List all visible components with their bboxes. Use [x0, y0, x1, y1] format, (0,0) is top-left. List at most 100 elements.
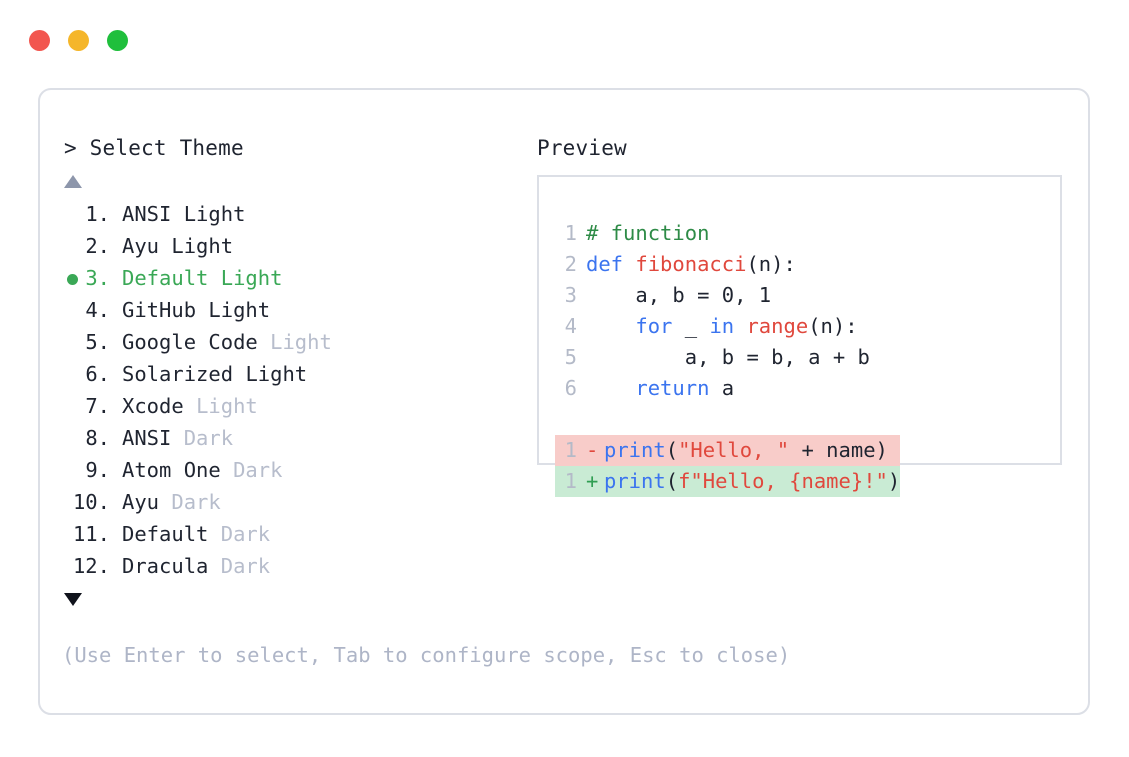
- code-line: 6 return a: [555, 373, 900, 404]
- window-traffic-lights: [29, 30, 128, 51]
- line-number: 3: [564, 283, 577, 307]
- code-line-removed: 1-print("Hello, " + name): [555, 435, 901, 466]
- theme-variant: Dark: [233, 458, 283, 482]
- theme-list-item[interactable]: 9. Atom One Dark: [64, 454, 504, 486]
- line-number: 6: [564, 376, 577, 400]
- theme-name: Dracula: [122, 554, 209, 578]
- code-token-plain: _: [684, 314, 710, 338]
- theme-variant: Dark: [220, 522, 271, 546]
- spacer: [171, 198, 183, 230]
- preview-panel: 1# function 2 def fibonacci (n): 3 a, b = 0,…: [537, 175, 1062, 497]
- spacer: [196, 294, 208, 326]
- maximize-button[interactable]: [107, 30, 128, 51]
- theme-list-item[interactable]: 3. Default Light: [64, 262, 504, 294]
- theme-index: 9.: [85, 458, 110, 482]
- keyboard-hint: (Use Enter to select, Tab to configure s…: [62, 643, 791, 667]
- code-line-added: 1+print(f"Hello, {name}!"): [555, 466, 901, 497]
- spacer: [221, 454, 233, 486]
- theme-variant: Light: [171, 234, 234, 258]
- theme-index: 12.: [72, 554, 110, 578]
- theme-variant: Dark: [220, 554, 271, 578]
- theme-index: 7.: [85, 394, 110, 418]
- diff-minus-marker: -: [586, 438, 599, 462]
- spacer: [171, 422, 183, 454]
- triangle-up-icon[interactable]: [64, 175, 82, 188]
- code-token-plain: + name): [789, 438, 888, 462]
- theme-list-item[interactable]: 2.Ayu Light: [64, 230, 504, 262]
- theme-variant: Light: [245, 362, 308, 386]
- code-line: 1# function: [555, 218, 900, 249]
- code-token-string: "Hello, ": [678, 438, 790, 462]
- theme-name: Ayu: [122, 490, 160, 514]
- code-token-plain: [586, 376, 635, 400]
- code-token-plain: [586, 314, 635, 338]
- theme-variant: Light: [220, 266, 283, 290]
- theme-list-item[interactable]: 7. Xcode Light: [64, 390, 504, 422]
- line-number: 1: [564, 221, 577, 245]
- line-number: 5: [564, 345, 577, 369]
- minimize-button[interactable]: [68, 30, 89, 51]
- theme-name: Xcode: [122, 394, 184, 418]
- code-token-plain: (n):: [808, 314, 858, 338]
- theme-variant: Light: [270, 330, 332, 354]
- theme-name: Default: [122, 522, 209, 546]
- theme-index: 1.: [85, 202, 110, 226]
- theme-name: ANSI: [122, 426, 172, 450]
- spacer: [258, 326, 270, 358]
- theme-list-item[interactable]: 8. ANSI Dark: [64, 422, 504, 454]
- theme-index: 11.: [72, 522, 110, 546]
- theme-index: 10.: [72, 490, 110, 514]
- line-number: 1: [564, 469, 577, 493]
- page-title: > Select Theme: [64, 136, 244, 160]
- code-token-plain: a, b = 0, 1: [586, 283, 772, 307]
- theme-list-item[interactable]: 6.Solarized Light: [64, 358, 504, 390]
- diff-plus-marker: +: [586, 469, 599, 493]
- theme-variant: Light: [183, 202, 246, 226]
- theme-name: Solarized: [122, 362, 234, 386]
- theme-name: Atom One: [122, 458, 221, 482]
- code-token-keyword: return: [635, 376, 722, 400]
- theme-index: 2.: [85, 234, 110, 258]
- spacer: [184, 390, 196, 422]
- code-preview: 1# function 2 def fibonacci (n): 3 a, b = 0,…: [555, 218, 901, 497]
- code-token-keyword: print: [604, 438, 666, 462]
- line-number: 4: [564, 314, 577, 338]
- theme-list-item[interactable]: 5.Google Code Light: [64, 326, 504, 358]
- theme-list-item[interactable]: 1. ANSI Light: [64, 198, 504, 230]
- code-token-func: fibonacci: [635, 252, 747, 276]
- selected-indicator-icon: [67, 274, 78, 285]
- code-line: 4 for _ in range(n):: [555, 311, 900, 342]
- code-token-func: range: [746, 314, 809, 338]
- code-token-plain: (: [665, 469, 679, 493]
- code-line: 5 a, b = b, a + b: [555, 342, 900, 373]
- theme-name: GitHub: [122, 298, 197, 322]
- theme-variant: Dark: [183, 426, 234, 450]
- triangle-down-icon[interactable]: [64, 593, 82, 606]
- code-token-keyword: for: [635, 314, 685, 338]
- theme-list-item[interactable]: 4.GitHub Light: [64, 294, 504, 326]
- spacer: [233, 358, 245, 390]
- theme-list-item[interactable]: 12. Dracula Dark: [64, 550, 504, 582]
- line-number: 2: [564, 252, 577, 276]
- theme-list-item[interactable]: 10. Ayu Dark: [64, 486, 504, 518]
- theme-name: ANSI: [122, 202, 172, 226]
- theme-index: 5.: [85, 330, 110, 354]
- code-token-plain: a, b = b, a + b: [586, 345, 870, 369]
- theme-variant: Dark: [171, 490, 221, 514]
- close-button[interactable]: [29, 30, 50, 51]
- theme-name: Default: [122, 266, 209, 290]
- spacer: [208, 518, 220, 550]
- theme-index: 3.: [85, 266, 110, 290]
- code-line: 3 a, b = 0, 1: [555, 280, 900, 311]
- theme-variant: Light: [196, 394, 258, 418]
- theme-list-item[interactable]: 11. Default Dark: [64, 518, 504, 550]
- code-token-keyword: def: [586, 252, 636, 276]
- code-token-plain: ): [887, 469, 901, 493]
- theme-index: 8.: [85, 426, 110, 450]
- code-token-plain: a: [721, 376, 735, 400]
- spacer: [159, 230, 171, 262]
- preview-title: Preview: [537, 136, 627, 160]
